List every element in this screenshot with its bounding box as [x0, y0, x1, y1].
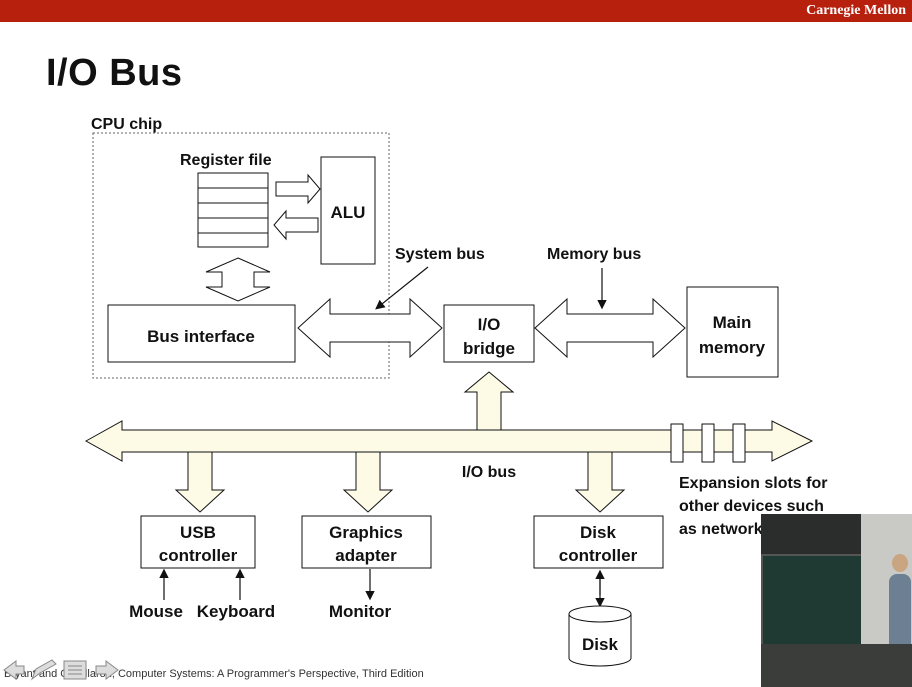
slide-nav-controls [3, 659, 119, 681]
graphics-adapter-label-line2: adapter [335, 546, 397, 565]
system-bus-arrow [297, 297, 443, 359]
bus-interface-box [107, 304, 296, 363]
alu-to-register-arrow [273, 209, 319, 241]
disk-controller-label-line2: controller [559, 546, 638, 565]
bus-interface-label: Bus interface [147, 327, 255, 346]
expansion-note-line3: as network [679, 521, 763, 538]
expansion-note-line2: other devices such [679, 498, 824, 515]
io-bus-arrow [84, 420, 814, 462]
usb-controller-box [140, 515, 256, 569]
header-bar: Carnegie Mellon [0, 0, 912, 22]
usb-controller-label-line1: USB [180, 523, 216, 542]
expansion-slots [670, 423, 746, 463]
usb-bus-connector [174, 451, 226, 513]
register-file-label: Register file [180, 152, 272, 169]
io-bridge-bus-connector [463, 371, 515, 431]
pen-icon[interactable] [30, 659, 57, 681]
expansion-note-line1: Expansion slots for [679, 475, 827, 492]
memory-bus-arrow [534, 297, 686, 359]
disk-controller-box [533, 515, 664, 569]
cpu-chip-boundary [92, 132, 390, 379]
alu-label: ALU [331, 203, 366, 222]
main-memory-label-line1: Main [713, 313, 752, 332]
monitor-label: Monitor [329, 602, 392, 621]
prev-slide-icon[interactable] [3, 660, 25, 680]
brand-label: Carnegie Mellon [806, 3, 906, 18]
slide-title: I/O Bus [46, 52, 183, 94]
io-bridge-box [443, 304, 535, 363]
next-slide-icon[interactable] [95, 660, 119, 680]
disk-bus-connector [574, 451, 626, 513]
graphics-bus-connector [342, 451, 394, 513]
video-desk [761, 644, 912, 687]
register-to-alu-arrow [275, 173, 321, 205]
main-memory-box [686, 286, 779, 378]
io-bridge-label-line1: I/O [478, 315, 501, 334]
memory-bus-label: Memory bus [547, 246, 641, 263]
io-bus-label: I/O bus [462, 464, 516, 481]
menu-icon[interactable] [63, 660, 87, 680]
disk-cylinder [568, 605, 632, 667]
video-presenter-head [892, 554, 908, 572]
usb-controller-label-line2: controller [159, 546, 238, 565]
alu-box [320, 156, 376, 265]
main-memory-label-line2: memory [699, 338, 766, 357]
graphics-adapter-box [301, 515, 432, 569]
system-bus-label: System bus [395, 246, 485, 263]
mouse-label: Mouse [129, 602, 183, 621]
video-blackboard [761, 554, 865, 648]
register-bus-interface-arrow [205, 257, 271, 302]
video-presenter [889, 574, 911, 664]
disk-label: Disk [582, 635, 618, 654]
system-bus-pointer [375, 266, 429, 310]
cpu-chip-label: CPU chip [91, 116, 162, 133]
presenter-video [761, 514, 912, 687]
register-file [197, 172, 269, 248]
io-bridge-label-line2: bridge [463, 339, 515, 358]
graphics-adapter-label-line1: Graphics [329, 523, 403, 542]
disk-controller-label-line1: Disk [580, 523, 616, 542]
keyboard-label: Keyboard [197, 602, 275, 621]
